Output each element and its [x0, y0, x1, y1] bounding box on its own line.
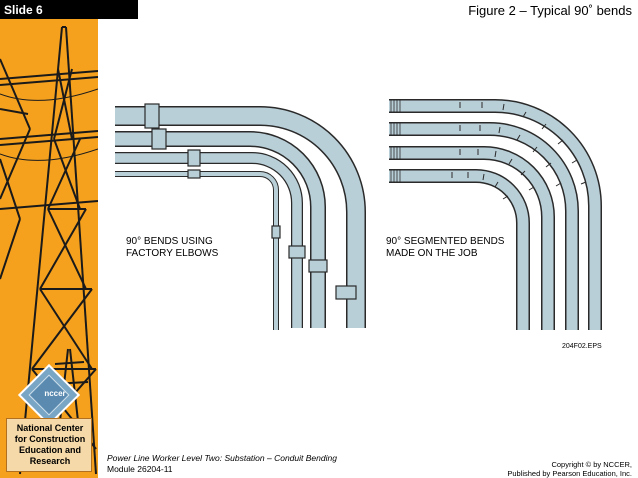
footer-course-info: Power Line Worker Level Two: Substation … [107, 453, 337, 475]
factory-elbow-group [115, 103, 366, 330]
org-line: National Center [16, 423, 84, 433]
segmented-bends-caption: 90° SEGMENTED BENDS MADE ON THE JOB [386, 236, 504, 260]
footer-copyright: Copyright © by NCCER, Published by Pears… [507, 460, 632, 478]
caption-line: MADE ON THE JOB [386, 248, 478, 259]
organization-box: National Center for Construction Educati… [6, 418, 92, 472]
conduit-bends-illustration [115, 99, 602, 330]
module-number: Module 26204-11 [107, 464, 173, 474]
factory-elbows-caption: 90° BENDS USING FACTORY ELBOWS [126, 236, 218, 260]
org-line: Education and [18, 445, 81, 455]
logo-text: nccer [44, 389, 66, 398]
org-line: Research [29, 456, 71, 466]
slide-number: Slide 6 [4, 3, 43, 17]
transmission-tower-image [0, 19, 98, 478]
publisher-line: Published by Pearson Education, Inc. [507, 469, 632, 478]
segmented-bend-group [389, 99, 602, 330]
course-title: Power Line Worker Level Two: Substation … [107, 453, 337, 463]
caption-line: 90° BENDS USING [126, 236, 213, 247]
copyright-line: Copyright © by NCCER, [551, 460, 632, 469]
figure-code: 204F02.EPS [562, 343, 602, 350]
sidebar-photo: nccer [0, 19, 98, 478]
caption-line: 90° SEGMENTED BENDS [386, 236, 505, 247]
figure-title: Figure 2 – Typical 90˚ bends [468, 3, 632, 18]
nccer-logo-icon [17, 363, 81, 427]
org-line: for Construction [14, 434, 86, 444]
slide-header-bar: Slide 6 [0, 0, 138, 19]
caption-line: FACTORY ELBOWS [126, 248, 219, 259]
